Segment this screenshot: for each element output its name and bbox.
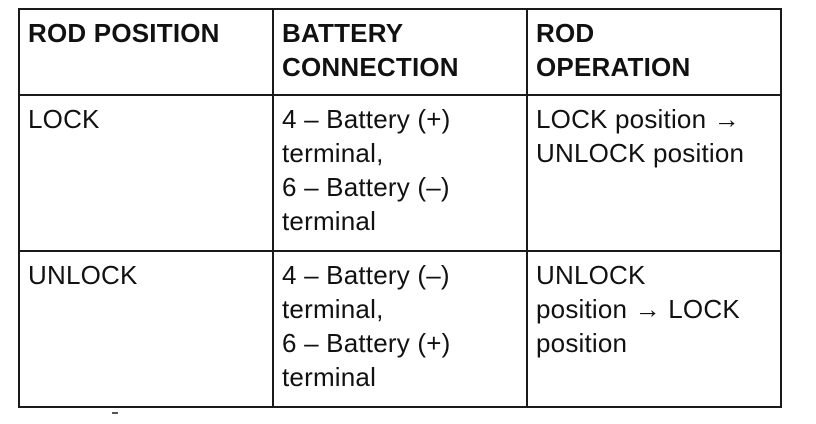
battery-connection-line-2: terminal, [282,138,384,168]
header-rod-operation-line-2: OPERATION [536,52,691,82]
battery-connection-line-2: terminal, [282,294,384,324]
cell-battery-connection: 4 – Battery (+) terminal, 6 – Battery (–… [272,94,528,252]
cell-rod-operation: UNLOCK position → LOCK position [526,250,782,408]
header-rod-operation-line-1: ROD [536,18,595,48]
rod-operation-table: ROD POSITION BATTERY CONNECTION ROD OPER… [18,8,782,408]
rod-operation-line-1: LOCK position → [536,104,740,134]
rod-position-text: UNLOCK [28,260,138,290]
rod-position-text: LOCK [28,104,100,134]
scan-speck [112,412,118,414]
cell-rod-position: UNLOCK [18,250,274,408]
header-rod-position: ROD POSITION [18,8,274,96]
header-battery-connection-line-2: CONNECTION [282,52,459,82]
cell-rod-position: LOCK [18,94,274,252]
battery-connection-line-4: terminal [282,362,377,392]
header-battery-connection-line-1: BATTERY [282,18,404,48]
rod-operation-line-2: position → LOCK [536,294,740,324]
battery-connection-line-3: 6 – Battery (+) [282,328,451,358]
battery-connection-line-1: 4 – Battery (–) [282,260,450,290]
table-row: UNLOCK 4 – Battery (–) terminal, 6 – Bat… [18,250,782,408]
battery-connection-line-4: terminal [282,206,377,236]
header-rod-operation: ROD OPERATION [526,8,782,96]
rod-operation-line-3: position [536,328,628,358]
header-battery-connection: BATTERY CONNECTION [272,8,528,96]
header-rod-position-line-1: ROD POSITION [28,18,220,48]
cell-battery-connection: 4 – Battery (–) terminal, 6 – Battery (+… [272,250,528,408]
header-row: ROD POSITION BATTERY CONNECTION ROD OPER… [18,8,782,96]
battery-connection-line-3: 6 – Battery (–) [282,172,450,202]
cell-rod-operation: LOCK position → UNLOCK position [526,94,782,252]
battery-connection-line-1: 4 – Battery (+) [282,104,451,134]
rod-operation-line-1: UNLOCK [536,260,646,290]
rod-operation-line-2: UNLOCK position [536,138,745,168]
table-row: LOCK 4 – Battery (+) terminal, 6 – Batte… [18,94,782,252]
